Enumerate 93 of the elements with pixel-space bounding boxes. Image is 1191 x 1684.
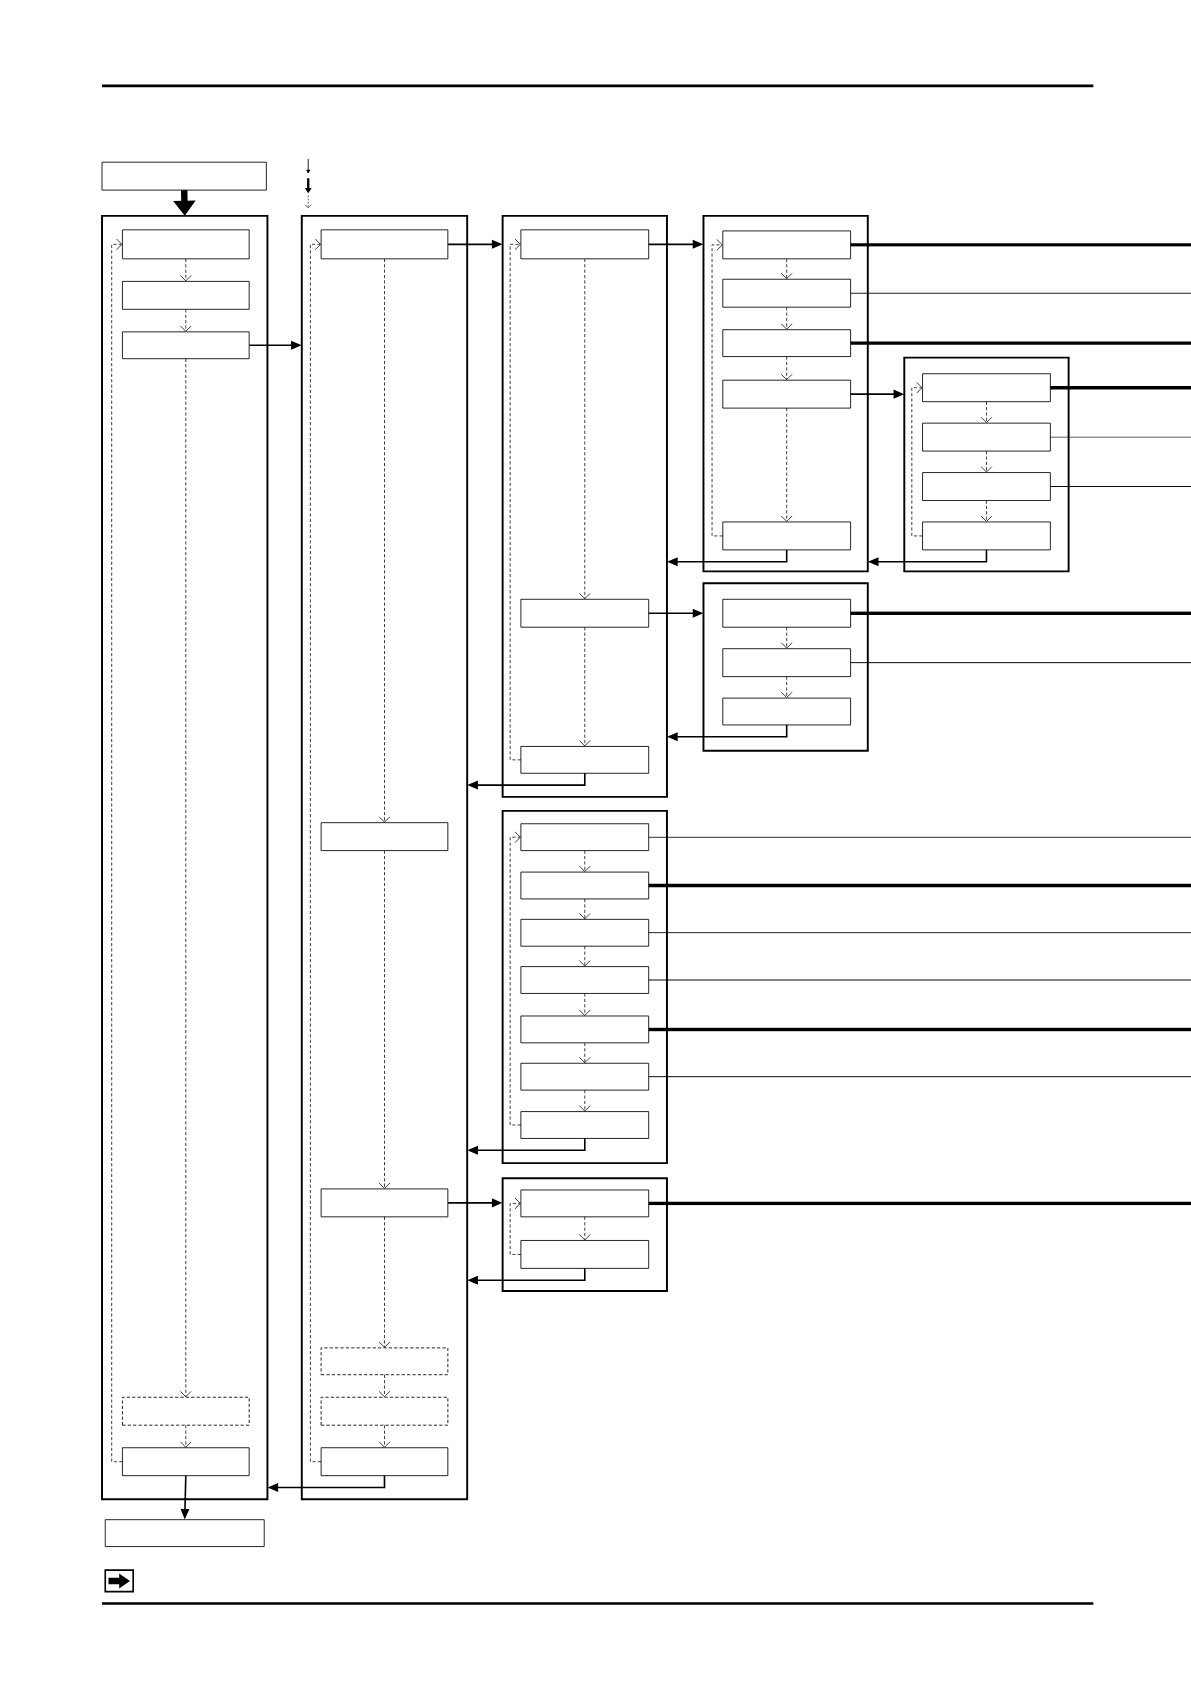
group-frame <box>501 1177 668 1292</box>
process-box <box>722 521 851 551</box>
process-box <box>520 823 650 852</box>
connector-line <box>648 883 1191 888</box>
arrow <box>711 239 724 537</box>
process-box <box>520 871 650 900</box>
arrow <box>180 258 192 282</box>
process-box <box>122 1396 250 1426</box>
process-box <box>922 422 1051 452</box>
process-box <box>520 746 650 774</box>
group-frame <box>501 809 668 1165</box>
process-box <box>922 373 1051 403</box>
process-box <box>520 1015 650 1044</box>
connector-line <box>1050 386 1191 390</box>
process-box <box>320 229 449 260</box>
arrow <box>180 1424 192 1448</box>
arrow <box>780 306 793 330</box>
process-box <box>922 472 1051 501</box>
process-box <box>122 331 250 360</box>
process-box <box>320 1396 449 1426</box>
process-box <box>520 1189 650 1218</box>
process-box <box>722 648 851 678</box>
group-frame <box>702 582 869 752</box>
process-box <box>122 229 250 260</box>
arrow <box>180 358 192 1398</box>
arrow <box>579 850 591 872</box>
arrow <box>579 945 591 967</box>
process-box <box>520 229 650 260</box>
process-box <box>520 918 650 947</box>
arrow <box>780 676 793 698</box>
arrow <box>509 1197 522 1255</box>
process-box <box>320 822 449 852</box>
process-box <box>722 697 851 726</box>
arrow <box>780 258 793 280</box>
arrow <box>180 308 192 332</box>
process-box <box>122 280 250 310</box>
arrow <box>579 993 591 1016</box>
connector-line <box>850 292 1191 294</box>
connector-line <box>648 979 1191 981</box>
arrow <box>980 401 993 423</box>
process-box <box>520 598 650 628</box>
process-box <box>722 598 851 628</box>
process-box <box>722 230 851 260</box>
process-box <box>520 966 650 994</box>
group-frame <box>501 214 668 798</box>
arrow <box>579 626 591 747</box>
arrow <box>509 238 522 761</box>
group-frame <box>903 356 1070 573</box>
arrow <box>111 238 123 1463</box>
connector-line <box>850 611 1191 615</box>
connector-line <box>648 932 1191 934</box>
arrow <box>378 258 391 823</box>
connector-line <box>648 1201 1191 1206</box>
arrow <box>509 831 522 1126</box>
arrow <box>378 1374 391 1398</box>
process-box <box>922 521 1051 551</box>
arrow <box>579 898 591 920</box>
process-box <box>722 278 851 308</box>
process-box <box>122 1447 250 1477</box>
arrow <box>579 258 591 600</box>
connector-line <box>648 1027 1191 1032</box>
arrow <box>911 381 923 537</box>
process-box <box>320 1447 449 1477</box>
arrow <box>780 626 793 649</box>
connector-line <box>850 243 1191 247</box>
group-frame <box>101 214 269 1501</box>
arrow <box>579 1042 591 1064</box>
arrow <box>579 1216 591 1241</box>
process-box <box>722 379 851 409</box>
arrow <box>378 1424 391 1448</box>
process-box <box>520 1062 650 1091</box>
connector-line <box>1049 486 1191 487</box>
group-frame <box>702 214 869 573</box>
arrow <box>310 238 322 1463</box>
arrow <box>780 356 793 381</box>
process-box <box>101 161 267 191</box>
arrow <box>980 500 993 522</box>
process-box <box>320 1188 449 1218</box>
process-box <box>320 1347 449 1376</box>
connector-line <box>850 341 1191 345</box>
process-box <box>520 1111 650 1139</box>
process-box <box>722 329 851 357</box>
arrow <box>780 407 793 522</box>
arrow <box>378 850 391 1189</box>
connector-line <box>648 1076 1191 1078</box>
process-box <box>520 1240 650 1269</box>
process-box <box>104 1519 265 1547</box>
arrow <box>980 450 993 473</box>
group-frame <box>300 214 469 1501</box>
arrow <box>378 1216 391 1348</box>
connector-line <box>850 662 1191 664</box>
arrow <box>579 1089 591 1112</box>
connector-line <box>648 836 1191 838</box>
